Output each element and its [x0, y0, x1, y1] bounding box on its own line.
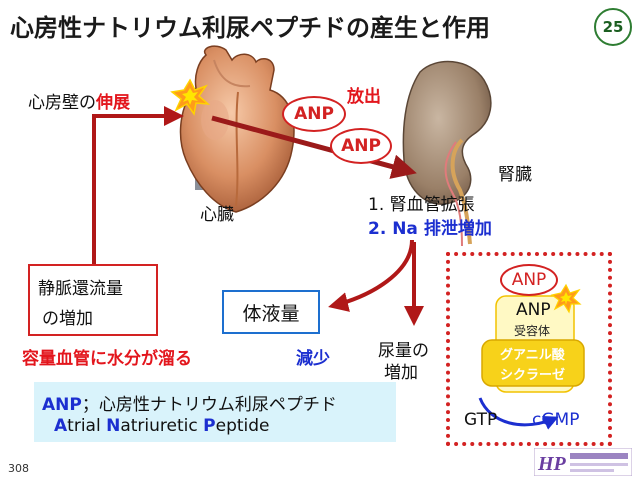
venous-line-2: の増加 [42, 309, 93, 329]
burst-icon-receptor [550, 283, 582, 314]
receptor-anp-top: ANP [500, 264, 558, 296]
effect-item-2: 2. Na 排泄増加 [368, 219, 492, 239]
effect-item-1: 1. 腎血管拡張 [368, 195, 475, 215]
body-fluid-box: 体液量 [222, 290, 320, 334]
page-number: 308 [8, 462, 29, 475]
atrial-wall-label: 心房壁の伸展 [28, 88, 130, 113]
anp-bubble-1: ANP [282, 96, 346, 132]
atrial-wall-prefix: 心房壁の [28, 93, 96, 113]
anp-cap-n: N [106, 416, 121, 436]
receptor-panel [446, 252, 612, 446]
anp-definition-line-1: ANP；心房性ナトリウム利尿ペプチド [42, 390, 337, 415]
anp-word-a: trial [67, 416, 107, 436]
anp-cap-p: P [203, 416, 216, 436]
gtp-label: GTP [464, 410, 498, 430]
burst-icon-heart [170, 78, 211, 116]
receptor-sub: 受容体 [514, 324, 551, 338]
anp-cap-a: A [54, 416, 68, 436]
anp-word-n: atriuretic [120, 416, 204, 436]
anp-definition-line-2: Atrial Natriuretic Peptide [54, 416, 270, 436]
heart-label: 心臓 [200, 205, 234, 225]
urine-line-1: 尿量の [378, 341, 429, 361]
kidney-label: 腎臓 [498, 165, 532, 185]
cgmp-label: cGMP [532, 410, 580, 430]
urine-line-2: 増加 [384, 363, 418, 383]
anp-abbr: ANP [42, 395, 82, 415]
page-badge: 25 [594, 8, 632, 46]
publisher-logo: HP [534, 448, 632, 476]
receptor-title: ANP [516, 300, 551, 320]
release-label: 放出 [347, 87, 381, 107]
svg-text:HP: HP [537, 453, 567, 475]
venous-return-box: 静脈還流量 の増加 [28, 264, 158, 336]
receptor-graphic [478, 295, 585, 430]
page-title: 心房性ナトリウム利尿ペプチドの産生と作用 [10, 14, 490, 42]
enzyme-line-1: グアニル酸 [500, 348, 565, 363]
anp-definition-box: ANP；心房性ナトリウム利尿ペプチド Atrial Natriuretic Pe… [34, 382, 396, 442]
decrease-label: 減少 [296, 349, 330, 369]
anp-word-p: eptide [215, 416, 270, 436]
anp-jp-name: ；心房性ナトリウム利尿ペプチド [81, 395, 337, 415]
atrial-wall-emphasis: 伸展 [96, 93, 130, 113]
capacity-text: 容量血管に水分が溜る [22, 349, 192, 369]
venous-line-1: 静脈還流量 [38, 279, 123, 299]
enzyme-line-2: シクラーゼ [500, 368, 566, 383]
body-fluid-label: 体液量 [242, 302, 300, 325]
anp-bubble-2: ANP [330, 128, 392, 164]
heart-illustration [179, 45, 295, 213]
